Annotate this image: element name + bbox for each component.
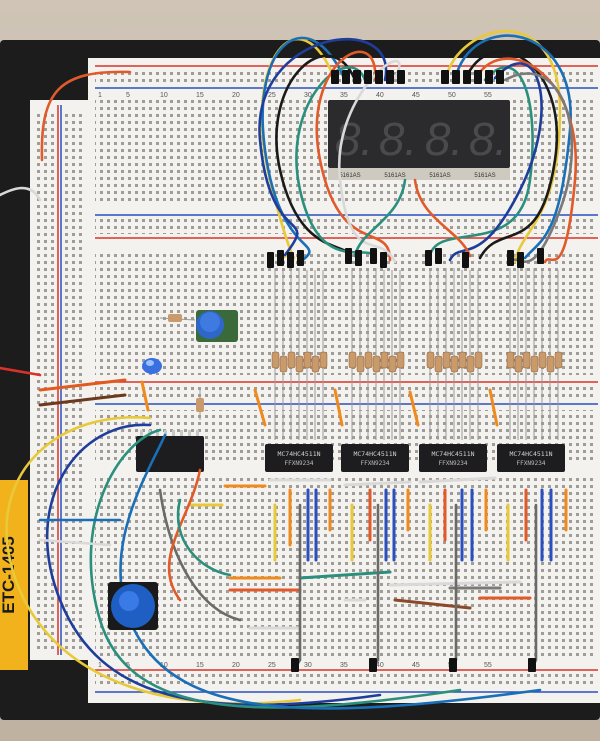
display-connectors-top bbox=[331, 70, 504, 84]
svg-text:MC74HC4511N: MC74HC4511N bbox=[509, 450, 552, 458]
svg-text:5161AS: 5161AS bbox=[429, 173, 450, 179]
lower-jumpers bbox=[188, 476, 568, 630]
svg-text:FFXN9234: FFXN9234 bbox=[517, 460, 546, 467]
svg-text:1: 1 bbox=[98, 662, 102, 669]
svg-text:8.: 8. bbox=[425, 113, 463, 165]
display-digit: 8. bbox=[379, 113, 417, 165]
small-resistor bbox=[159, 314, 204, 420]
svg-text:30: 30 bbox=[304, 662, 312, 669]
svg-text:5161AS: 5161AS bbox=[339, 173, 360, 179]
svg-text:35: 35 bbox=[340, 662, 348, 669]
left-wire-loops bbox=[0, 70, 542, 710]
svg-text:55: 55 bbox=[484, 92, 492, 99]
svg-text:5: 5 bbox=[126, 92, 130, 99]
svg-text:20: 20 bbox=[232, 662, 240, 669]
left-breadboard bbox=[30, 100, 90, 660]
svg-text:8.: 8. bbox=[379, 113, 417, 165]
svg-text:1: 1 bbox=[98, 92, 102, 99]
svg-text:25: 25 bbox=[268, 92, 276, 99]
svg-text:45: 45 bbox=[412, 92, 420, 99]
potentiometer bbox=[196, 310, 238, 342]
wire-connectors-middle bbox=[267, 248, 544, 268]
svg-text:10: 10 bbox=[160, 662, 168, 669]
decoder-chip: MC74HC4511N FFXN9234 bbox=[341, 444, 409, 472]
row-numbers-bottom: 1 5 10 15 20 25 30 35 40 45 50 55 bbox=[98, 662, 492, 669]
svg-text:55: 55 bbox=[484, 662, 492, 669]
svg-text:MC74HC4511N: MC74HC4511N bbox=[353, 450, 396, 458]
display-wire-loops bbox=[258, 29, 578, 264]
svg-text:15: 15 bbox=[196, 662, 204, 669]
svg-text:40: 40 bbox=[376, 92, 384, 99]
resistor-array bbox=[271, 268, 563, 440]
svg-text:35: 35 bbox=[340, 92, 348, 99]
rail-wire-ends bbox=[291, 658, 536, 672]
svg-text:ETC-1405: ETC-1405 bbox=[0, 536, 18, 613]
svg-text:FFXN9234: FFXN9234 bbox=[285, 460, 314, 467]
svg-text:FFXN9234: FFXN9234 bbox=[439, 460, 468, 467]
svg-text:45: 45 bbox=[412, 662, 420, 669]
decoder-chip: MC74HC4511N FFXN9234 bbox=[497, 444, 565, 472]
svg-text:8.: 8. bbox=[469, 113, 507, 165]
svg-text:10: 10 bbox=[160, 92, 168, 99]
svg-text:50: 50 bbox=[448, 92, 456, 99]
decoder-chip: MC74HC4511N FFXN9234 bbox=[265, 444, 333, 472]
svg-text:5161AS: 5161AS bbox=[384, 173, 405, 179]
svg-text:MC74HC4511N: MC74HC4511N bbox=[431, 450, 474, 458]
svg-text:15: 15 bbox=[196, 92, 204, 99]
row-numbers-top: 1 5 10 15 20 25 30 35 40 45 50 55 bbox=[98, 92, 492, 99]
svg-text:MC74HC4511N: MC74HC4511N bbox=[277, 450, 320, 458]
svg-text:5161AS: 5161AS bbox=[474, 173, 495, 179]
svg-text:40: 40 bbox=[376, 662, 384, 669]
svg-text:FFXN9234: FFXN9234 bbox=[361, 460, 390, 467]
display-digit: 8. bbox=[469, 113, 507, 165]
display-digit: 8. bbox=[425, 113, 463, 165]
svg-text:25: 25 bbox=[268, 662, 276, 669]
led bbox=[142, 358, 162, 374]
decoder-chip: MC74HC4511N FFXN9234 bbox=[419, 444, 487, 472]
short-jumpers bbox=[38, 378, 499, 427]
seven-segment-display: 8. 8. 8. 8. 5161AS 5161AS 5161AS 5161AS bbox=[328, 100, 510, 180]
svg-text:30: 30 bbox=[304, 92, 312, 99]
pushbutton bbox=[108, 582, 158, 630]
svg-text:20: 20 bbox=[232, 92, 240, 99]
